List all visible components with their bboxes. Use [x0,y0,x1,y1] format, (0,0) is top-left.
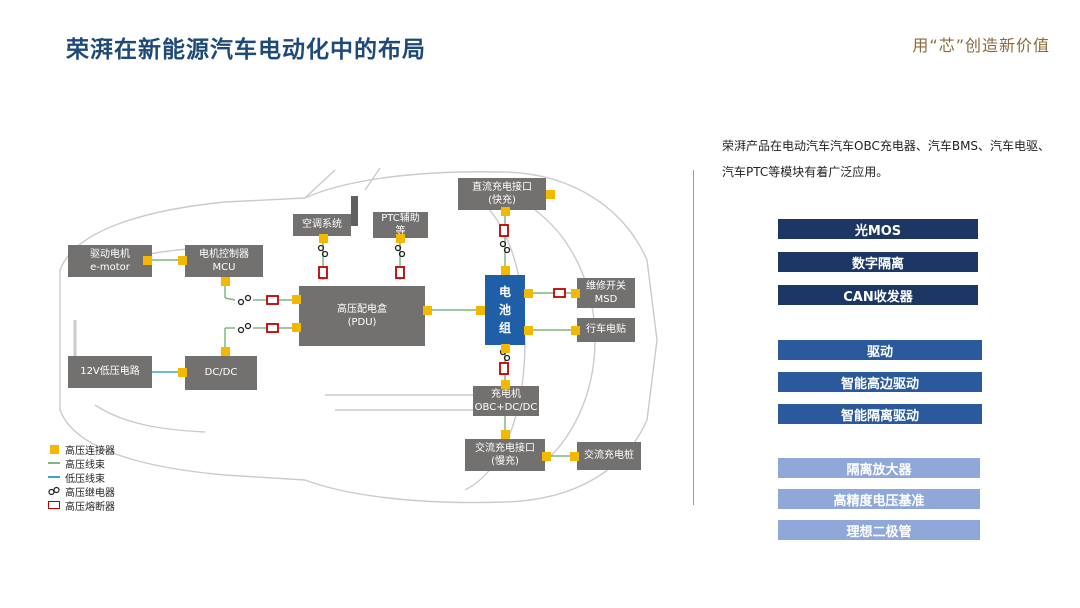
connector [178,368,187,377]
product-can-transceiver[interactable]: CAN收发器 [778,285,978,305]
relay-icon [48,486,60,496]
connector [143,256,152,265]
connector [501,430,510,439]
legend-item-fuse: 高压熔断器 [47,498,115,513]
legend-item-connector: 高压连接器 [47,442,115,457]
connector [571,289,580,298]
connector [570,452,579,461]
page-title: 荣湃在新能源汽车电动化中的布局 [66,37,426,63]
hv-line-icon [48,462,60,464]
connector [524,289,533,298]
connector [423,306,432,315]
legend-item-hv-line: 高压线束 [47,456,115,471]
connector [292,323,301,332]
box-battery: 电池组 [485,275,525,345]
box-ac-slow-port: 交流充电接口(慢充) [465,439,545,471]
box-dc-fast-port: 直流充电接口(快充) [458,178,546,210]
connector [221,277,230,286]
box-hvac: 空调系统 [293,214,351,236]
product-ideal-diode[interactable]: 理想二极管 [778,520,980,540]
description: 荣湃产品在电动汽车汽车OBC充电器、汽车BMS、汽车电驱、汽车PTC等模块有着广… [722,139,1051,179]
legend-item-relay: 高压继电器 [47,484,115,499]
box-lv-circuit: 12V低压电路 [68,356,152,388]
connector [542,452,551,461]
connector [476,306,485,315]
box-ptc: PTC辅助等 [373,212,428,238]
connector [501,207,510,216]
connector [571,326,580,335]
legend: 高压连接器 高压线束 低压线束 高压继电器 高压熔断器 [47,442,115,513]
connector [546,190,555,199]
connector [396,234,405,243]
product-optical-mos[interactable]: 光MOS [778,219,978,239]
product-smart-isolated-driver[interactable]: 智能隔离驱动 [778,404,982,424]
connector [292,295,301,304]
connector [524,326,533,335]
product-isolation-amplifier[interactable]: 隔离放大器 [778,458,980,478]
car-outline [59,167,658,504]
slogan: 用“芯”创造新价值 [912,36,1050,55]
lv-line-icon [48,476,60,478]
box-dcdc: DC/DC [185,356,257,390]
connector [319,234,328,243]
connector [178,256,187,265]
connector [221,347,230,356]
connector [501,266,510,275]
box-pdu: 高压配电盒(PDU) [299,286,425,346]
connector-icon [49,444,59,454]
product-driver[interactable]: 驱动 [778,340,982,360]
box-ac-pile: 交流充电桩 [577,442,641,470]
legend-item-lv-line: 低压线束 [47,470,115,485]
divider [693,170,694,505]
product-precision-voltage-reference[interactable]: 高精度电压基准 [778,489,980,509]
product-digital-isolation[interactable]: 数字隔离 [778,252,978,272]
fuse-icon [48,501,60,509]
box-heater-film: 行车电贴 [577,318,635,342]
connector [501,344,510,353]
product-smart-high-side-driver[interactable]: 智能高边驱动 [778,372,982,392]
connector [501,380,510,389]
